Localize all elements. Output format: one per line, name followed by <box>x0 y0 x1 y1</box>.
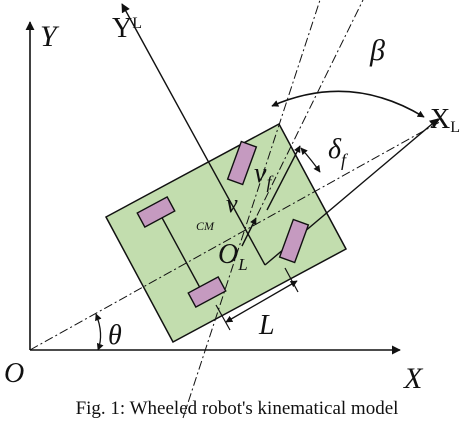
delta-arc <box>300 147 321 173</box>
world-y-label: Y <box>40 20 60 53</box>
theta-label: θ <box>108 320 122 351</box>
velocity-v-vector <box>241 217 257 247</box>
wheelbase-label: L <box>258 310 275 341</box>
world-x-label: X <box>403 362 424 395</box>
wheelbase-dimension <box>225 280 298 323</box>
delta-label: δf <box>328 134 349 170</box>
wheel-front-left <box>226 140 258 186</box>
theta-arc <box>95 313 104 351</box>
wheelbase-tick-right <box>284 267 299 293</box>
v-label: v <box>226 189 238 218</box>
robot-x-label: XL <box>430 104 460 136</box>
beta-arc <box>271 90 425 118</box>
robot-y-axis <box>121 3 266 266</box>
wheel-rear-left <box>136 195 176 229</box>
wheel-rear-right <box>187 275 227 309</box>
robot-y-label: YL <box>112 13 142 44</box>
steering-line <box>182 0 321 419</box>
ol-label: OL <box>218 239 248 274</box>
figure-caption: Fig. 1: Wheeled robot's kinematical mode… <box>75 398 399 419</box>
wheel-front-right <box>278 218 310 264</box>
beta-label: β <box>369 34 385 67</box>
robot-body <box>104 122 348 344</box>
longitudinal-axis-line <box>29 118 446 351</box>
vf-label: vf <box>254 158 274 192</box>
velocity-vf-vector <box>266 145 301 211</box>
cm-label: CM <box>196 219 215 233</box>
velocity-line <box>241 0 364 247</box>
origin-label: O <box>4 358 24 389</box>
rear-axle <box>159 213 206 298</box>
wheelbase-tick-left <box>215 304 231 331</box>
